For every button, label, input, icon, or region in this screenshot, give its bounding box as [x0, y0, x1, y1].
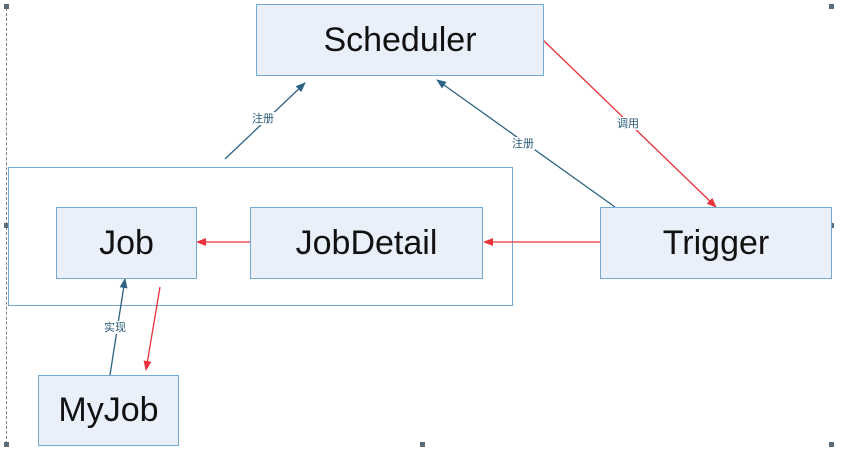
myjob-node[interactable]: MyJob [38, 375, 179, 446]
trigger-label: Trigger [662, 223, 770, 262]
trigger-node[interactable]: Trigger [600, 207, 832, 279]
scheduler-node[interactable]: Scheduler [256, 4, 544, 76]
selection-handle[interactable] [4, 4, 9, 9]
job-group-container [8, 167, 513, 306]
selection-handle[interactable] [829, 4, 834, 9]
selection-handle[interactable] [829, 442, 834, 447]
job-label: Job [99, 223, 154, 262]
edge-label-register-job: 注册 [251, 112, 275, 125]
jobdetail-node[interactable]: JobDetail [250, 207, 483, 279]
selection-handle[interactable] [4, 223, 9, 228]
selection-handle[interactable] [420, 442, 425, 447]
selection-handle[interactable] [4, 442, 9, 447]
job-node[interactable]: Job [56, 207, 197, 279]
myjob-label: MyJob [58, 391, 159, 429]
edge-label-register-trigger: 注册 [511, 137, 535, 150]
scheduler-label: Scheduler [323, 20, 477, 59]
edge-job-to-myjob [143, 286, 161, 371]
edge-label-invoke: 调用 [616, 117, 640, 130]
edge-label-implement: 实现 [103, 321, 127, 334]
jobdetail-label: JobDetail [295, 223, 438, 262]
